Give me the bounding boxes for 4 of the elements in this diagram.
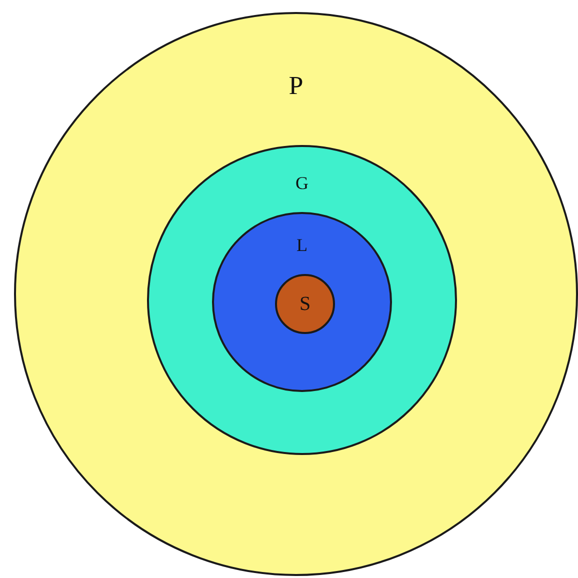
region-label: S	[299, 294, 311, 314]
region-label: P	[288, 73, 304, 99]
region-label: L	[296, 236, 308, 254]
region-label: G	[296, 174, 308, 192]
